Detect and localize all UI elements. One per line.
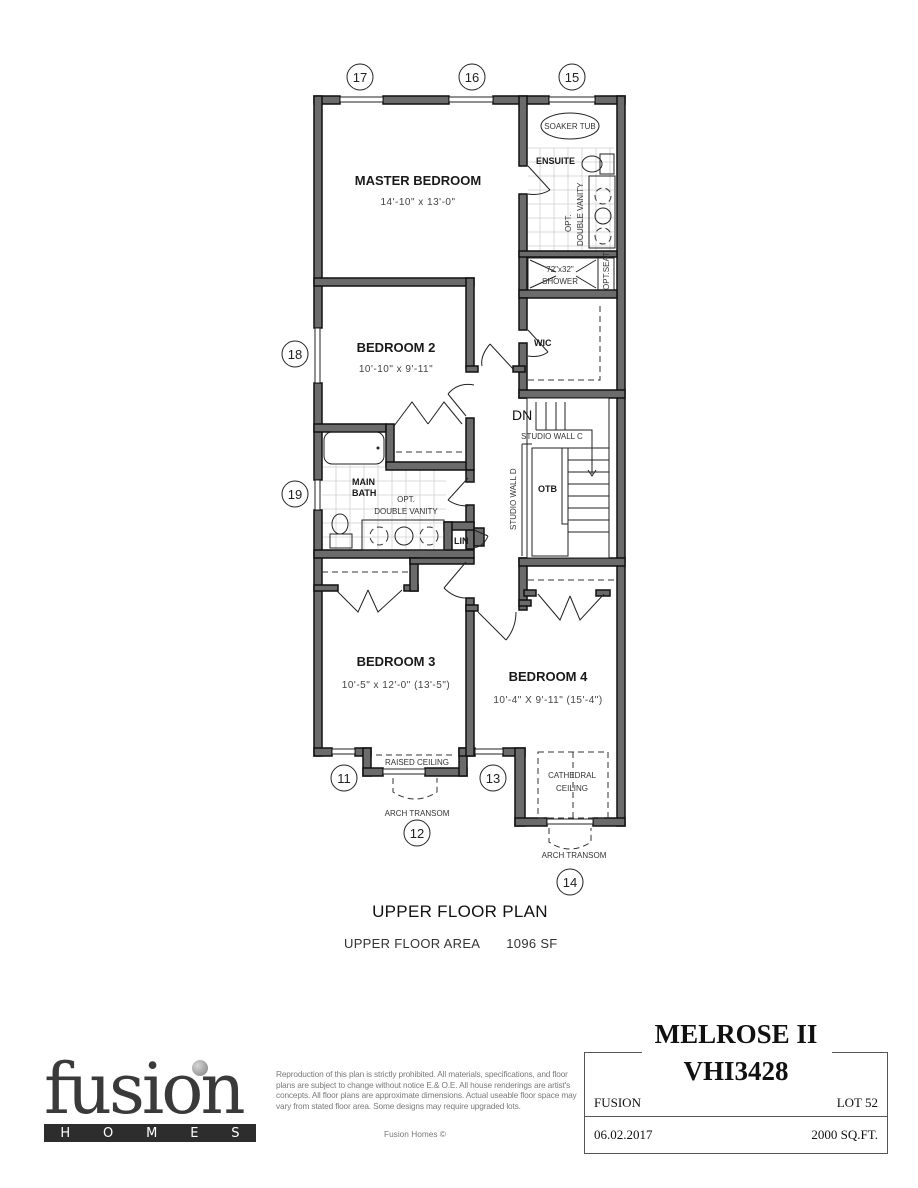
logo-letter: H: [60, 1125, 71, 1141]
raised-ceiling-label: RAISED CEILING: [385, 758, 449, 767]
svg-text:15: 15: [565, 70, 579, 85]
cathedral-ceiling-label-1: CATHEDRAL: [548, 771, 596, 780]
ensuite-vanity-label-2: DOUBLE VANITY: [576, 182, 585, 246]
main-vanity-label-2: DOUBLE VANITY: [374, 507, 438, 516]
lot-number: LOT 52: [836, 1095, 878, 1110]
plan-area-value: 1096 SF: [506, 936, 558, 951]
bedroom3-label: BEDROOM 3: [357, 654, 436, 669]
window-callout-18: 18: [281, 340, 309, 368]
doors: [335, 165, 605, 641]
arch-transom-14-label: ARCH TRANSOM: [542, 851, 607, 860]
copyright-text: Fusion Homes ©: [384, 1129, 446, 1139]
svg-text:19: 19: [288, 487, 302, 502]
otb-label: OTB: [538, 484, 557, 494]
shower-size-label: 72"x32": [546, 265, 574, 274]
wic-label: WIC: [534, 338, 552, 348]
interior-walls: [313, 95, 626, 757]
upper-floor-plan-drawing: MASTER BEDROOM 14'-10" x 13'-0" BEDROOM …: [281, 63, 626, 896]
stair-down-label: DN: [512, 407, 532, 423]
main-bath-label-line1: MAIN: [352, 477, 375, 487]
bedroom4-dims: 10'-4" X 9'-11" (15'-4"): [493, 695, 602, 706]
plan-date: 06.02.2017: [594, 1127, 653, 1142]
plan-area: UPPER FLOOR AREA 1096 SF: [344, 936, 558, 951]
main-bath-label-line2: BATH: [352, 488, 376, 498]
svg-text:17: 17: [353, 70, 367, 85]
main-bath-fixtures: [323, 431, 445, 551]
logo-letter: M: [146, 1125, 158, 1141]
studio-wall-c-label: STUDIO WALL C: [521, 432, 583, 441]
title-block-divider: [584, 1116, 888, 1117]
main-bath-tile-floor: [322, 465, 446, 551]
window-callout-14: 14: [556, 868, 584, 896]
bedroom3-dims: 10'-5" x 12'-0" (13'-5"): [342, 680, 450, 691]
svg-text:18: 18: [288, 347, 302, 362]
studio-wall-d-label: STUDIO WALL D: [509, 468, 518, 530]
model-code: VHI3428: [683, 1056, 789, 1086]
plan-area-label: UPPER FLOOR AREA: [344, 936, 481, 951]
builder-name: FUSION: [594, 1095, 641, 1110]
window-callout-17: 17: [346, 63, 374, 91]
ensuite-label: ENSUITE: [536, 156, 575, 166]
logo-letter: E: [190, 1125, 199, 1141]
window-callout-12: 12: [403, 819, 431, 847]
windows: [314, 96, 596, 850]
svg-text:16: 16: [465, 70, 479, 85]
bedroom2-dims: 10'-10" x 9'-11": [359, 364, 433, 375]
disclaimer-text: Reproduction of this plan is strictly pr…: [276, 1069, 577, 1111]
fusion-homes-logo: fusion H O M E S: [44, 1048, 256, 1142]
opt-seat-label: OPT.SEAT: [602, 252, 611, 290]
window-callout-15: 15: [558, 63, 586, 91]
master-bedroom-dims: 14'-10" x 13'-0": [380, 197, 455, 208]
ceiling-markings: [376, 751, 609, 819]
svg-text:12: 12: [410, 826, 424, 841]
bedroom4-label: BEDROOM 4: [509, 669, 589, 684]
soaker-tub-label: SOAKER TUB: [544, 122, 595, 131]
arch-transom-12-label: ARCH TRANSOM: [385, 809, 450, 818]
logo-homes-bar: H O M E S: [44, 1124, 256, 1142]
shower-label: SHOWER: [542, 277, 578, 286]
logo-wordmark: fusion: [44, 1048, 246, 1130]
ensuite-vanity-label-1: OPT.: [564, 214, 573, 232]
title-block-gap: [642, 1048, 832, 1056]
plan-title: UPPER FLOOR PLAN: [372, 902, 548, 921]
model-name: MELROSE II: [654, 1019, 818, 1049]
ensuite-fixtures: [527, 112, 616, 291]
svg-text:11: 11: [337, 771, 351, 786]
logo-dot-icon: [192, 1060, 208, 1076]
logo-letter: S: [231, 1125, 240, 1141]
bedroom2-label: BEDROOM 2: [357, 340, 436, 355]
total-square-footage: 2000 SQ.FT.: [811, 1127, 878, 1142]
window-callout-19: 19: [281, 480, 309, 508]
title-block-row-2: 06.02.2017 2000 SQ.FT.: [594, 1127, 878, 1143]
window-callout-16: 16: [458, 63, 486, 91]
window-callouts: 17 16 15 18 19 11 12 13 14: [281, 63, 586, 896]
svg-text:14: 14: [563, 875, 577, 890]
cathedral-ceiling-label-2: CEILING: [556, 784, 588, 793]
window-callout-11: 11: [330, 764, 358, 792]
main-vanity-label-1: OPT.: [397, 495, 415, 504]
linen-closet-label: LIN: [454, 536, 469, 546]
closet-shelves: [322, 306, 614, 581]
title-block-row-1: FUSION LOT 52: [594, 1095, 878, 1111]
staircase: [521, 397, 610, 559]
window-callout-13: 13: [479, 764, 507, 792]
master-bedroom-label: MASTER BEDROOM: [355, 173, 481, 188]
svg-text:13: 13: [486, 771, 500, 786]
logo-letter: O: [103, 1125, 114, 1141]
